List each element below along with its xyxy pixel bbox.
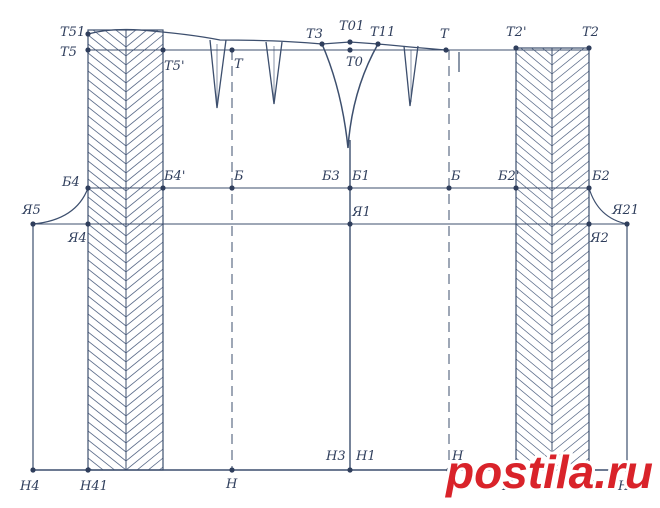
construction-point: [347, 185, 353, 191]
construction-point: [85, 185, 91, 191]
construction-point: [446, 185, 452, 191]
construction-point: [513, 185, 519, 191]
label-b-left: Б: [233, 169, 244, 184]
label-h-right: Н: [451, 449, 464, 464]
label-t2: Т2: [582, 25, 599, 40]
construction-point: [586, 467, 592, 473]
point-labels: Т51 Т5 Т5' Т Т3 Т01 Т0 Т11 Т Т2' Т2 Б4 Б…: [19, 19, 639, 494]
label-t3: Т3: [306, 27, 323, 42]
construction-point: [347, 39, 353, 45]
label-b4-prime: Б4': [163, 169, 185, 184]
construction-point: [85, 47, 91, 53]
label-t01: Т01: [339, 19, 364, 34]
label-t51: Т51: [60, 25, 85, 40]
label-t5-prime: Т5': [164, 59, 185, 74]
construction-point: [160, 185, 166, 191]
label-h1: Н1: [355, 449, 376, 464]
construction-point: [85, 467, 91, 473]
label-h3: Н3: [325, 449, 346, 464]
construction-point: [375, 41, 381, 47]
construction-point: [586, 221, 592, 227]
construction-point: [513, 467, 519, 473]
label-h2-right: Н2: [617, 479, 638, 494]
label-t-right: Т: [440, 27, 450, 42]
construction-point: [229, 467, 235, 473]
construction-point: [586, 185, 592, 191]
construction-point: [624, 221, 630, 227]
construction-point: [85, 221, 91, 227]
label-b2-prime: Б2': [497, 169, 519, 184]
label-ya21: Я21: [611, 203, 639, 218]
label-h21: Н21: [577, 479, 606, 494]
label-t-left: Т: [234, 57, 244, 72]
label-h4: Н4: [19, 479, 40, 494]
construction-point: [624, 467, 630, 473]
watermark: postila.ru postila.ru: [441, 443, 656, 501]
construction-point: [229, 185, 235, 191]
construction-point: [229, 47, 235, 53]
construction-point: [347, 47, 353, 53]
construction-point: [85, 31, 91, 37]
label-b4: Б4: [61, 175, 80, 190]
construction-point: [586, 45, 592, 51]
label-t5: Т5: [60, 45, 77, 60]
watermark-text: postila.ru: [444, 446, 653, 498]
label-t2-prime: Т2': [506, 25, 527, 40]
label-ya1: Я1: [351, 205, 371, 220]
right-hatched-strip: [515, 47, 590, 471]
construction-lines: [32, 28, 628, 471]
label-b-right: Б: [450, 169, 461, 184]
label-h41: Н41: [79, 479, 108, 494]
label-t11: Т11: [370, 25, 395, 40]
label-h2: Н2: [501, 479, 522, 494]
label-ya2: Я2: [589, 231, 609, 246]
construction-point: [160, 47, 166, 53]
label-b1: Б1: [351, 169, 370, 184]
construction-points: [30, 31, 630, 473]
construction-point: [443, 47, 449, 53]
left-hatched-strip: [87, 29, 164, 471]
label-h-left: Н: [225, 477, 238, 492]
construction-point: [513, 45, 519, 51]
label-ya4: Я4: [67, 231, 87, 246]
darts: [209, 39, 419, 149]
construction-point: [30, 467, 36, 473]
construction-point: [347, 221, 353, 227]
label-t0: Т0: [346, 55, 363, 70]
construction-point: [319, 41, 325, 47]
label-ya5: Я5: [21, 203, 41, 218]
label-b2: Б2: [591, 169, 610, 184]
construction-point: [446, 467, 452, 473]
watermark-halo: postila.ru: [444, 446, 653, 498]
construction-point: [30, 221, 36, 227]
label-b3: Б3: [321, 169, 340, 184]
construction-point: [347, 467, 353, 473]
